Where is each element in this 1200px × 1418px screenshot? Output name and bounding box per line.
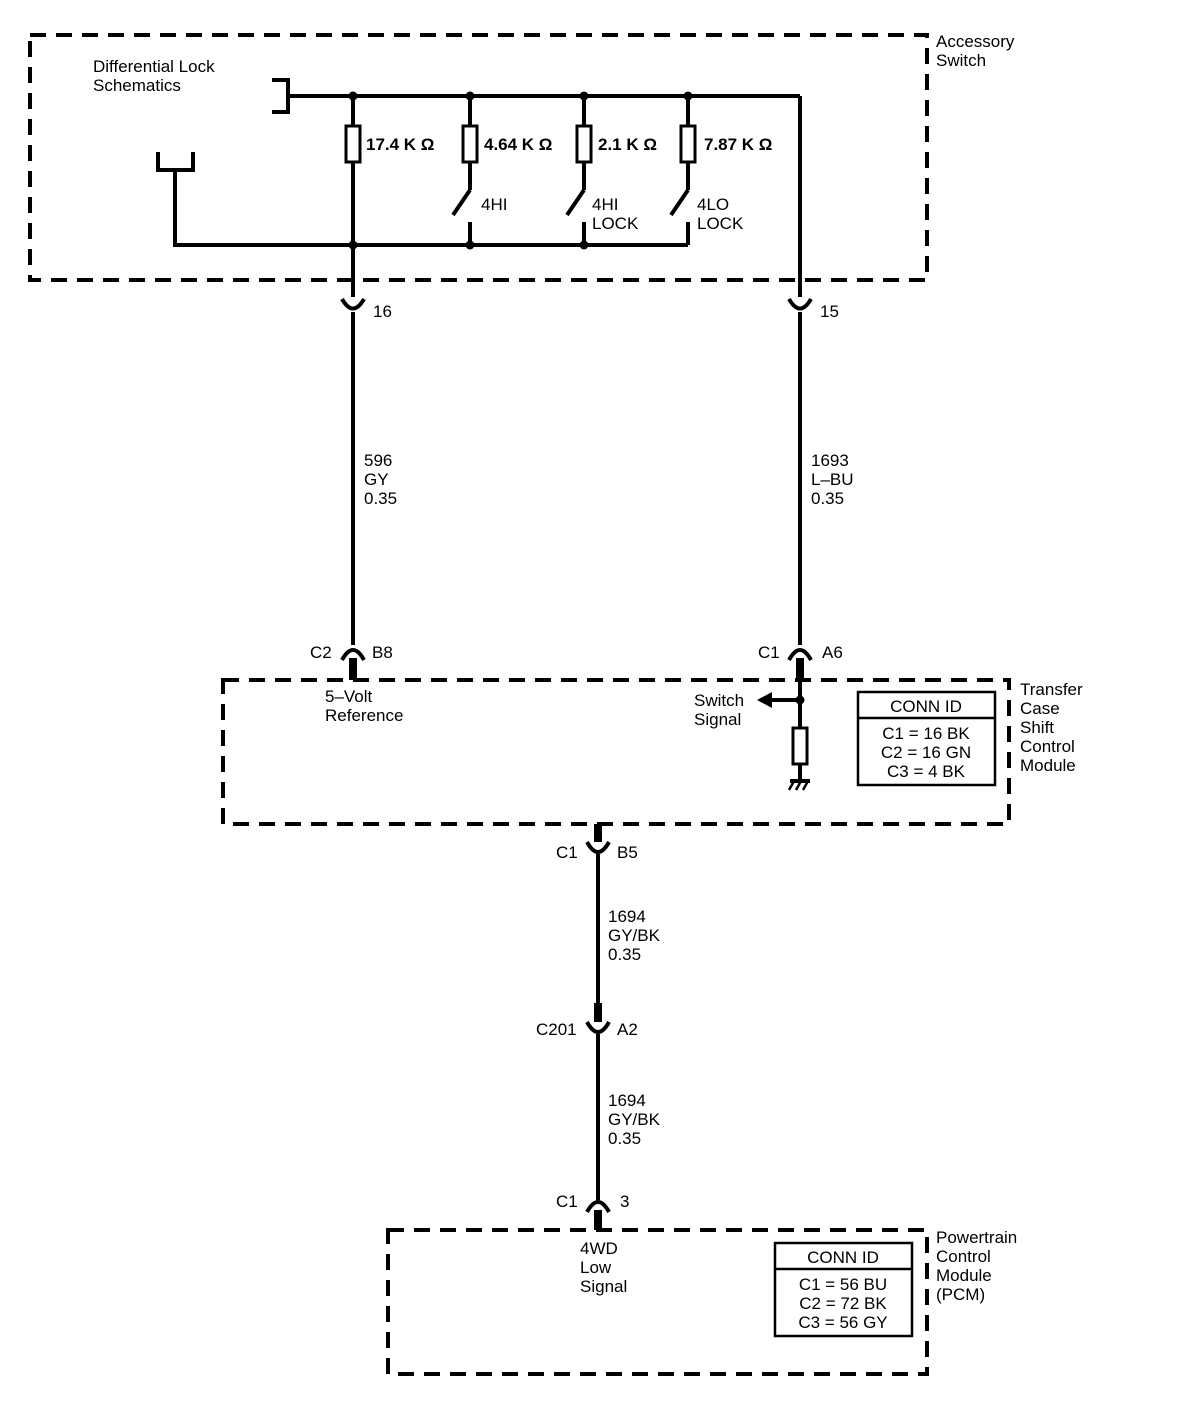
connector-c2-b8: C2 B8: [310, 643, 393, 680]
resistor-4-64k-label: 4.64 K Ω: [484, 135, 552, 154]
conn-id-title: CONN ID: [807, 1248, 879, 1267]
switch-4lo-lock-label: 4LO LOCK: [697, 195, 744, 233]
conn-id-row: C3 = 56 GY: [798, 1313, 887, 1332]
junction-dot: [348, 240, 358, 250]
accessory-switch-label: Accessory Switch: [936, 32, 1019, 70]
resistor-7-87k-label: 7.87 K Ω: [704, 135, 772, 154]
accessory-switch: Accessory Switch Differential Lock Schem…: [28, 32, 1019, 297]
switch-4hi-label: 4HI: [481, 195, 507, 214]
ground-icon: [787, 779, 810, 791]
connector-pin-15: 15: [787, 297, 839, 321]
a6-label: A6: [822, 643, 843, 662]
wire-1694-lower-label: 1694 GY/BK 0.35: [608, 1091, 665, 1148]
b5-label: B5: [617, 843, 638, 862]
tcscm-label: Transfer Case Shift Control Module: [1020, 680, 1087, 775]
junction-dot: [683, 91, 693, 101]
conn-id-row: C1 = 56 BU: [799, 1275, 887, 1294]
switch-4hi-contact: [451, 188, 472, 217]
resistor-2-1k: [575, 124, 593, 164]
resistor-2-1k-label: 2.1 K Ω: [598, 135, 657, 154]
c2-label: C2: [310, 643, 332, 662]
conn-id-row: C1 = 16 BK: [882, 724, 970, 743]
junction-dot: [348, 91, 358, 101]
powertrain-control-module: Powertrain Control Module (PCM) 4WD Low …: [386, 1228, 1022, 1376]
c1-label: C1: [556, 1192, 578, 1211]
junction-dot: [465, 91, 475, 101]
conn-id-row: C3 = 4 BK: [887, 762, 966, 781]
reference-bracket-bottom: [156, 152, 195, 172]
switch-4hi-lock-contact: [565, 188, 586, 217]
pin-3-label: 3: [620, 1192, 629, 1211]
wire-1694-upper-label: 1694 GY/BK 0.35: [608, 907, 665, 964]
signal-arrow-icon: [757, 692, 772, 708]
pin-16-label: 16: [373, 302, 392, 321]
junction-dot: [465, 240, 475, 250]
resistor-17-4k-label: 17.4 K Ω: [366, 135, 434, 154]
resistor-7-87k: [679, 124, 697, 164]
diff-lock-reference-label: Differential Lock Schematics: [93, 57, 219, 95]
c1-label: C1: [556, 843, 578, 862]
tcscm-boundary: [221, 678, 1011, 826]
transfer-case-shift-control-module: Transfer Case Shift Control Module 5–Vol…: [221, 678, 1087, 826]
c1-label: C1: [758, 643, 780, 662]
connector-c1-a6: C1 A6: [758, 643, 843, 680]
4wd-low-signal-label: 4WD Low Signal: [580, 1239, 627, 1296]
reference-bracket-top: [272, 78, 290, 114]
switch-4hi-lock-label: 4HI LOCK: [592, 195, 639, 233]
junction-dot: [579, 240, 589, 250]
conn-id-row: C2 = 72 BK: [799, 1294, 887, 1313]
pcm-label: Powertrain Control Module (PCM): [936, 1228, 1022, 1304]
pcm-conn-id-box: CONN ID C1 = 56 BU C2 = 72 BK C3 = 56 GY: [773, 1241, 914, 1338]
resistor-4-64k: [461, 124, 479, 164]
conn-id-title: CONN ID: [890, 697, 962, 716]
a2-label: A2: [617, 1020, 638, 1039]
junction-dot: [795, 695, 805, 705]
resistor-17-4k: [344, 124, 362, 164]
wire-1693-label: 1693 L–BU 0.35: [811, 451, 858, 508]
switch-4lo-lock-contact: [669, 188, 690, 217]
pull-down-resistor: [791, 726, 809, 766]
bottom-bus: [173, 170, 688, 247]
pin-15-label: 15: [820, 302, 839, 321]
accessory-switch-boundary: [28, 33, 929, 282]
switch-signal-label: Switch Signal: [694, 691, 749, 729]
connector-c1-b5: C1 B5: [556, 824, 638, 862]
connector-c1-pin-3: C1 3: [556, 1192, 629, 1230]
connector-c201-a2: C201 A2: [536, 1003, 638, 1039]
connector-pin-16: 16: [340, 297, 392, 321]
wire-596-label: 596 GY 0.35: [364, 451, 397, 508]
c201-label: C201: [536, 1020, 577, 1039]
b8-label: B8: [372, 643, 393, 662]
conn-id-row: C2 = 16 GN: [881, 743, 971, 762]
five-volt-reference-label: 5–Volt Reference: [325, 687, 403, 725]
pcm-boundary: [386, 1228, 929, 1376]
tcscm-conn-id-box: CONN ID C1 = 16 BK C2 = 16 GN C3 = 4 BK: [856, 690, 997, 787]
junction-dot: [579, 91, 589, 101]
